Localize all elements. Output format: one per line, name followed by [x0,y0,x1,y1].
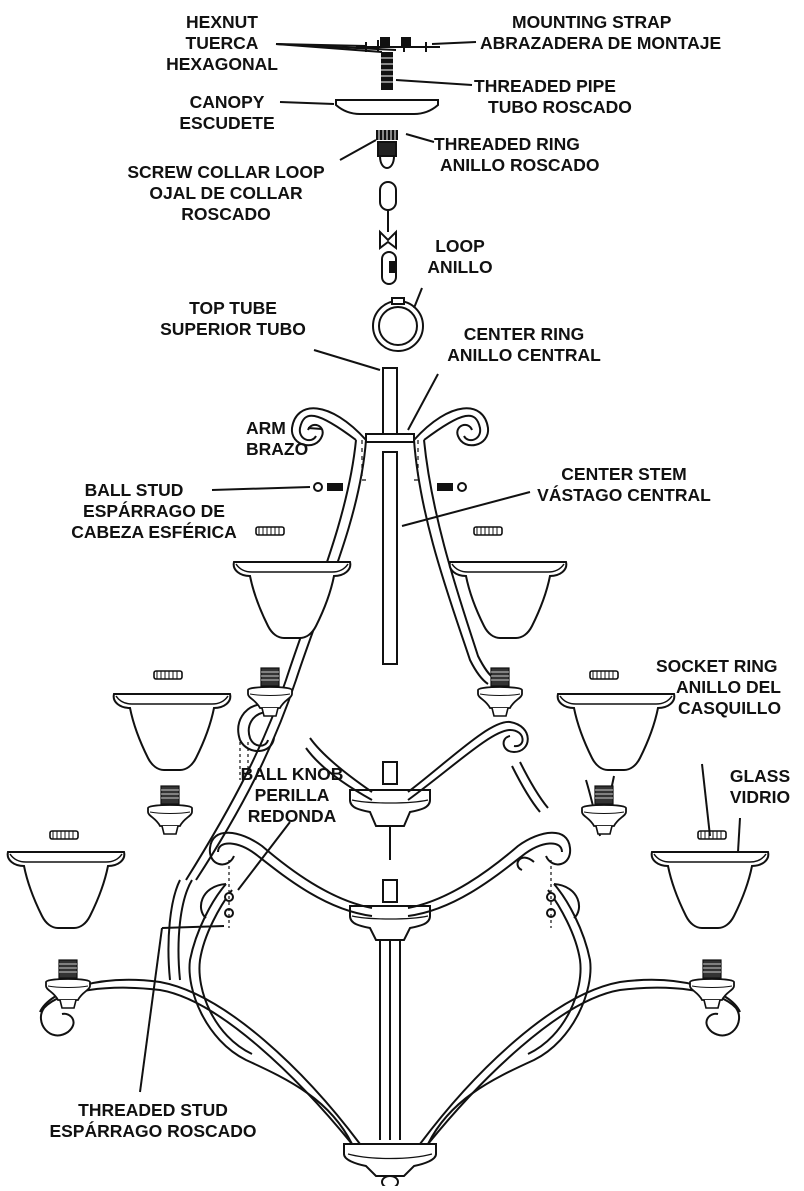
upper-arms [185,407,495,881]
screw-collar-loop [377,141,397,169]
label-canopy: CANOPY ESCUDETE [179,92,275,133]
mounting-strap [356,37,440,52]
loop-ring [372,297,424,352]
label-center-ring: CENTER RING ANILLO CENTRAL [447,324,601,365]
label-top-tube: TOP TUBE SUPERIOR TUBO [160,298,306,339]
center-stem [365,367,415,1140]
label-loop: LOOP ANILLO [427,236,493,277]
label-ball-knob: BALL KNOB PERILLA REDONDA [240,764,344,826]
leader-lines [139,41,741,1093]
label-ball-stud: BALL STUD ESPÁRRAGO DE CABEZA ESFÉRICA [71,480,237,542]
label-screw-collar-loop: SCREW COLLAR LOOP OJAL DE COLLAR ROSCADO [127,162,325,224]
label-arm: ARM BRAZO [246,418,309,459]
label-threaded-ring: THREADED RING ANILLO ROSCADO [434,134,600,175]
threaded-pipe [381,52,393,90]
threaded-ring [376,130,398,140]
lower-arms [39,775,741,1145]
label-glass: GLASS VIDRIO [729,766,791,807]
label-threaded-stud: THREADED STUD ESPÁRRAGO ROSCADO [49,1100,257,1141]
ball-studs-upper [313,482,467,492]
label-socket-ring: SOCKET RING ANILLO DEL CASQUILLO [656,656,782,718]
label-mounting-strap: MOUNTING STRAP ABRAZADERA DE MONTAJE [480,12,722,53]
chain [379,181,397,285]
middle-arms [237,703,549,813]
canopy [335,99,439,115]
label-threaded-pipe: THREADED PIPE TUBO ROSCADO [474,76,632,117]
label-center-stem: CENTER STEM VÁSTAGO CENTRAL [537,464,711,505]
label-hexnut: HEXNUT TUERCA HEXAGONAL [166,12,278,74]
